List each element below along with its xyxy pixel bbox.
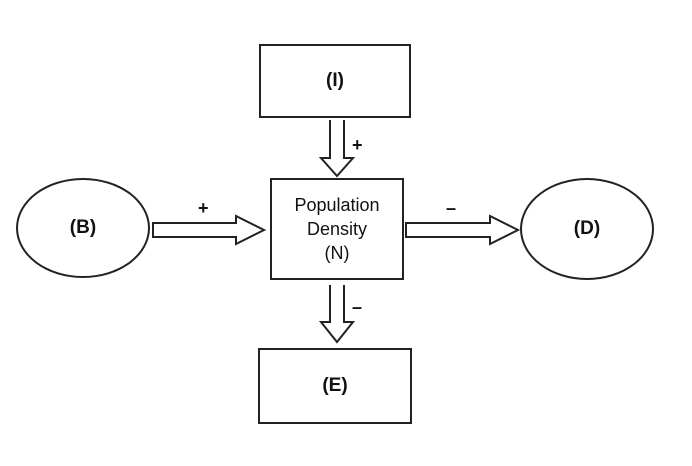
node-center-line-1: Population [294, 195, 380, 215]
node-top-label: (I) [326, 70, 344, 91]
arrow-center-to-bottom [318, 285, 356, 344]
sign-left-edge: + [198, 198, 209, 218]
node-bottom-label: (E) [322, 375, 348, 396]
arrow-top-to-center [318, 120, 356, 178]
arrow-left-to-center [152, 214, 267, 246]
node-left-label: (B) [69, 217, 97, 238]
node-bottom-box: (E) [258, 348, 412, 424]
node-right-ellipse: (D) [520, 178, 654, 280]
node-center-text: Population Density (N) [294, 193, 379, 265]
node-center-line-2: Density [306, 219, 367, 239]
sign-top-edge: + [352, 135, 363, 155]
node-left-ellipse: (B) [16, 178, 150, 278]
sign-bottom-edge: – [352, 297, 363, 317]
node-right-label: (D) [573, 218, 601, 239]
arrow-center-to-right [405, 214, 521, 246]
node-top-box: (I) [259, 44, 411, 118]
node-center-box: Population Density (N) [270, 178, 404, 280]
sign-right-edge: – [446, 198, 457, 218]
node-center-line-3: (N) [324, 243, 350, 263]
